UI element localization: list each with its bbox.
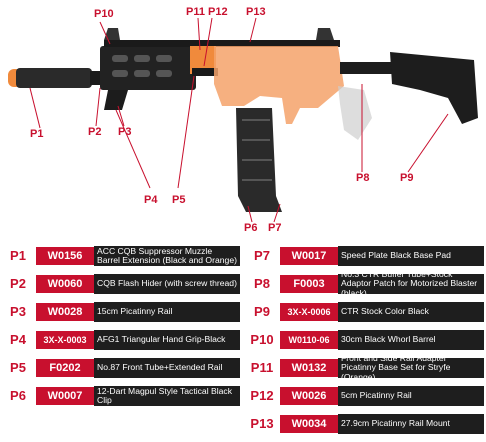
table-row: P10 W0110-06 30cm Black Whorl Barrel [0, 330, 486, 350]
part-id: P9 [254, 304, 270, 319]
handguard-shape [100, 46, 196, 90]
table-row: P8 F0003 No.3 CTR Buffer Tube+Stock Adap… [0, 274, 486, 294]
part-code: W0132 [280, 359, 338, 377]
callout-p13: P13 [246, 6, 266, 18]
part-code: W0110-06 [280, 331, 338, 349]
table-row: P12 W0026 5cm Picatinny Rail [0, 386, 486, 406]
buffer-tube-shape [340, 62, 396, 74]
part-id: P10 [250, 332, 274, 347]
part-id: P2 [10, 276, 26, 291]
part-description: No.87 Front Tube+Extended Rail [94, 358, 240, 378]
part-id: P12 [250, 388, 274, 403]
part-code: 3X-X-0003 [36, 331, 94, 349]
table-row: P9 3X-X-0006 CTR Stock Color Black [0, 302, 486, 322]
part-description: 30cm Black Whorl Barrel [338, 330, 484, 350]
part-id: P8 [254, 276, 270, 291]
part-description: 12-Dart Magpul Style Tactical Black Clip [94, 386, 240, 406]
table-row: P4 3X-X-0003 AFG1 Triangular Hand Grip-B… [0, 330, 486, 350]
part-description: ACC CQB Suppressor Muzzle Barrel Extensi… [94, 246, 240, 266]
product-illustration: P10 P11 P12 P13 P1 P2 P3 P4 P5 P6 P7 P8 … [8, 6, 478, 234]
part-code: W0007 [36, 387, 94, 405]
table-row: P13 W0034 27.9cm Picatinny Rail Mount [0, 414, 486, 434]
parts-table: P1 W0156 ACC CQB Suppressor Muzzle Barre… [0, 232, 486, 442]
callout-p9: P9 [400, 172, 414, 184]
callout-lines [29, 17, 449, 223]
table-row: P7 W0017 Speed Plate Black Base Pad [0, 246, 486, 266]
part-id: P5 [10, 360, 26, 375]
table-row: P6 W0007 12-Dart Magpul Style Tactical B… [0, 386, 486, 406]
stock-shape [390, 52, 478, 124]
table-row: P5 F0202 No.87 Front Tube+Extended Rail [0, 358, 486, 378]
callout-p2: P2 [88, 126, 102, 138]
part-id: P1 [10, 248, 26, 263]
table-row: P3 W0028 15cm Picatinny Rail [0, 302, 486, 322]
blaster-drawing [8, 17, 478, 223]
callout-p1: P1 [30, 128, 44, 140]
top-rail-shape [104, 40, 340, 47]
part-code: W0156 [36, 247, 94, 265]
part-code: F0003 [280, 275, 338, 293]
part-code: W0060 [36, 275, 94, 293]
callout-p3: P3 [118, 126, 132, 138]
callout-p4: P4 [144, 194, 158, 206]
part-id: P3 [10, 304, 26, 319]
part-id: P4 [10, 332, 26, 347]
hand-grip-shape [104, 90, 128, 110]
callout-p11: P11 [186, 6, 205, 18]
part-description: 5cm Picatinny Rail [338, 386, 484, 406]
part-description: Speed Plate Black Base Pad [338, 246, 484, 266]
blaster-body-shape [214, 46, 344, 124]
table-row: P2 W0060 CQB Flash Hider (with screw thr… [0, 274, 486, 294]
part-id: P7 [254, 248, 270, 263]
callout-p10: P10 [94, 8, 114, 20]
callout-p7: P7 [268, 222, 282, 234]
part-description: CTR Stock Color Black [338, 302, 484, 322]
callout-p6: P6 [244, 222, 258, 234]
part-code: W0017 [280, 247, 338, 265]
part-description: Front and Side Rail Adapter Picatinny Ba… [338, 358, 484, 378]
part-description: 15cm Picatinny Rail [94, 302, 240, 322]
table-row: P11 W0132 Front and Side Rail Adapter Pi… [0, 358, 486, 378]
callout-p5: P5 [172, 194, 186, 206]
part-code: W0028 [36, 303, 94, 321]
part-id: P6 [10, 388, 26, 403]
part-id: P13 [250, 416, 274, 431]
callout-p12: P12 [208, 6, 228, 18]
callout-p8: P8 [356, 172, 370, 184]
part-description: 27.9cm Picatinny Rail Mount [338, 414, 484, 434]
part-id: P11 [250, 360, 274, 375]
part-description: AFG1 Triangular Hand Grip-Black [94, 330, 240, 350]
part-code: F0202 [36, 359, 94, 377]
part-code: W0026 [280, 387, 338, 405]
part-code: 3X-X-0006 [280, 303, 338, 321]
part-code: W0034 [280, 415, 338, 433]
suppressor-shape [16, 68, 92, 88]
table-row: P1 W0156 ACC CQB Suppressor Muzzle Barre… [0, 246, 486, 266]
part-description: CQB Flash Hider (with screw thread) [94, 274, 240, 294]
part-description: No.3 CTR Buffer Tube+Stock Adaptor Patch… [338, 274, 484, 294]
